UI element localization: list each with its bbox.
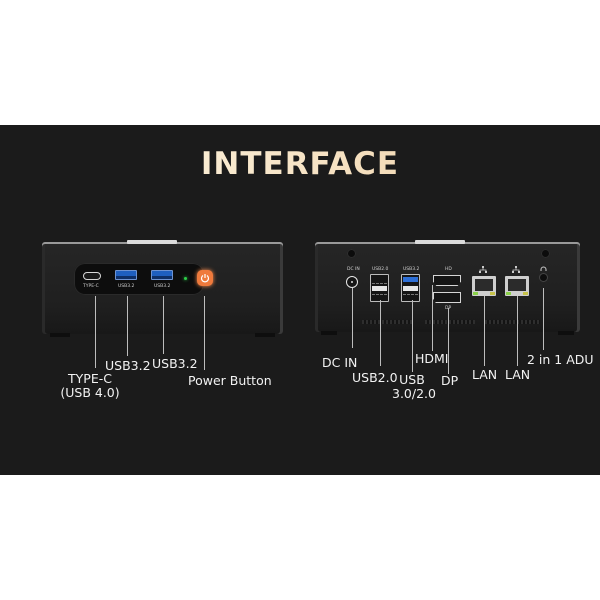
type-c-silkscreen: TYPE-C	[83, 284, 99, 289]
vent-grille	[485, 320, 540, 324]
leader-line	[380, 300, 381, 366]
led-indicator-icon	[184, 277, 187, 280]
usb32-silkscreen: USB3.2	[154, 284, 171, 289]
usb-insert	[403, 286, 418, 291]
audio-jack-icon	[540, 274, 547, 281]
usb-c-port-icon	[83, 272, 101, 280]
usb-insert	[372, 286, 387, 291]
label-power-button: Power Button	[188, 373, 272, 388]
leader-line	[412, 300, 413, 372]
network-icon	[479, 266, 487, 273]
label-usb20: USB2.0	[352, 370, 398, 385]
leader-line	[448, 308, 449, 374]
label-usb30-line2: 3.0/2.0	[392, 386, 436, 401]
displayport-icon	[433, 292, 461, 303]
rear-device: DC IN USB2.0 USB3.2 HD DP	[315, 240, 580, 335]
usb-insert	[372, 294, 387, 300]
leader-line	[543, 288, 544, 350]
ethernet-port-icon	[505, 276, 529, 296]
label-usb32-1: USB3.2	[105, 358, 151, 373]
vent-grille	[362, 320, 412, 324]
label-audio: 2 in 1 ADU	[527, 352, 594, 367]
device-top-highlight	[127, 240, 177, 244]
ethernet-port-icon	[472, 276, 496, 296]
usb-insert	[372, 278, 387, 284]
label-type-c-line1: TYPE-C	[68, 371, 112, 386]
device-foot	[558, 331, 574, 335]
front-port-bezel: TYPE-C USB3.2 USB3.2	[74, 263, 204, 295]
power-icon	[197, 270, 213, 286]
usb32-silkscreen: USB3.2	[118, 284, 135, 289]
leader-line	[95, 296, 96, 368]
network-icon	[512, 266, 520, 273]
label-usb30: USB 3.0/2.0	[392, 372, 436, 401]
leader-line	[352, 288, 353, 348]
usb-a-stack-icon	[370, 274, 389, 302]
screw-icon	[347, 249, 356, 258]
screw-icon	[541, 249, 550, 258]
leader-line	[204, 296, 205, 370]
device-foot	[50, 333, 70, 337]
vent-grille	[425, 320, 475, 324]
label-dp: DP	[441, 373, 459, 388]
device-top-highlight	[415, 240, 465, 244]
leader-line	[484, 296, 485, 366]
usb20-silkscreen: USB2.0	[372, 267, 389, 272]
dc-power-jack-icon	[346, 276, 358, 288]
leader-line	[517, 296, 518, 366]
front-device: TYPE-C USB3.2 USB3.2	[42, 240, 283, 337]
label-usb32-2: USB3.2	[152, 356, 198, 371]
usb-a-stack-icon	[401, 274, 420, 302]
device-foot	[255, 333, 275, 337]
page-title: INTERFACE	[0, 146, 600, 182]
usb-insert	[403, 294, 418, 300]
label-lan-1: LAN	[472, 367, 498, 382]
label-usb30-line1: USB	[399, 372, 425, 387]
label-hdmi: HDMI	[415, 351, 449, 366]
headphone-icon	[540, 266, 547, 271]
label-dc-in: DC IN	[322, 355, 358, 370]
label-type-c: TYPE-C (USB 4.0)	[50, 372, 130, 400]
usb32-silkscreen: USB3.2	[403, 267, 420, 272]
usb-a-port-icon	[115, 270, 137, 280]
leader-line	[163, 296, 164, 354]
leader-line	[432, 285, 433, 351]
usb-insert	[403, 277, 418, 282]
usb-a-port-icon	[151, 270, 173, 280]
device-foot	[321, 331, 337, 335]
leader-line	[127, 296, 128, 356]
hdmi-port-icon	[433, 275, 461, 286]
label-type-c-line2: (USB 4.0)	[60, 385, 120, 400]
hd-silkscreen: HD	[445, 267, 452, 272]
label-lan-2: LAN	[505, 367, 531, 382]
dc-in-silkscreen: DC IN	[347, 267, 360, 272]
